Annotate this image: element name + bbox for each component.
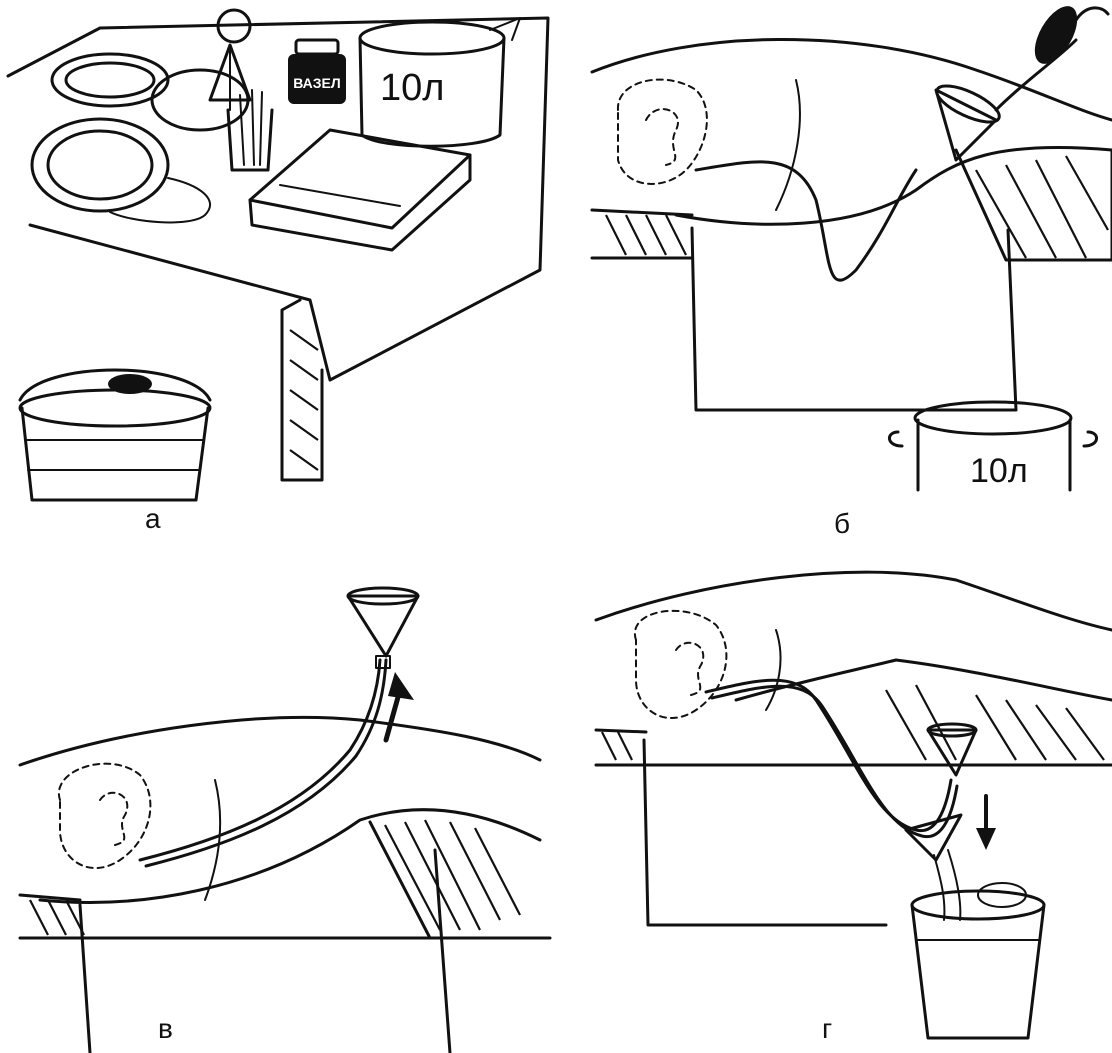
- body-shadow-hatching: [954, 148, 1112, 262]
- panel-g-label: г: [822, 1013, 833, 1044]
- jar-label: ВАЗЕЛ: [293, 75, 340, 91]
- body-shadow-hatching: [885, 684, 1105, 761]
- table-edge-hatching: [605, 214, 687, 256]
- arrow-down-icon: [976, 794, 996, 850]
- coiled-tube: [30, 52, 250, 224]
- panel-b-filling: 10л б: [556, 0, 1112, 540]
- panel-b-drawing: 10л: [590, 6, 1112, 492]
- glass-with-rods: [226, 89, 274, 172]
- bucket-icon: [18, 368, 212, 502]
- folded-towel: [248, 128, 472, 252]
- table-leg-hatching: [289, 329, 319, 471]
- panel-v-label: в: [158, 1013, 173, 1044]
- panel-a-label: а: [145, 503, 161, 534]
- pot-10l: 10л: [358, 17, 521, 148]
- pot-volume-label: 10л: [380, 67, 444, 109]
- panel-g-drawing: [594, 570, 1112, 1040]
- pouring-jug: [994, 6, 1110, 112]
- panel-a-drawing: ВАЗЕЛ 10л: [6, 8, 550, 502]
- bucket-icon: [910, 882, 1046, 1040]
- vaseline-jar: ВАЗЕЛ: [288, 38, 346, 104]
- panel-a-equipment: ВАЗЕЛ 10л а: [0, 0, 556, 540]
- table-edge-hatching: [29, 899, 85, 936]
- funnel-icon: [346, 586, 420, 669]
- funnel-icon: [934, 84, 1001, 162]
- funnel-icon: [926, 722, 978, 777]
- pot-10l: 10л: [888, 400, 1098, 492]
- panel-v-drawing: [18, 586, 552, 1053]
- funnel-icon: [208, 8, 252, 111]
- panel-b-label: б: [834, 508, 851, 539]
- panel-v-funnel-raised: в: [0, 560, 556, 1053]
- table-edge-hatching: [601, 731, 633, 761]
- arrow-up-icon: [383, 672, 414, 743]
- pot-volume-label: 10л: [970, 452, 1028, 490]
- body-shadow-hatching: [368, 819, 521, 940]
- panel-g-draining: г: [556, 560, 1112, 1053]
